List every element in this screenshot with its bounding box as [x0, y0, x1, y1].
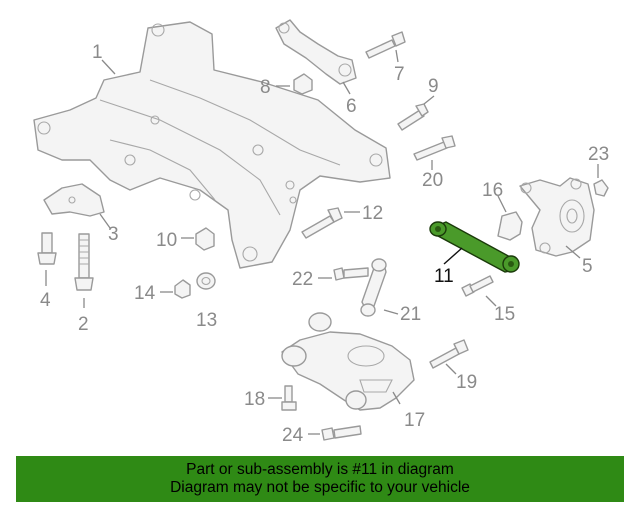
bolt-part-20	[413, 135, 456, 161]
lower-arm-part-17	[281, 312, 415, 411]
callout-7: 7	[394, 64, 405, 85]
callout-22: 22	[292, 269, 313, 290]
callout-15: 15	[494, 304, 515, 325]
bolt-part-15	[461, 275, 494, 297]
bolt-part-12	[301, 207, 343, 239]
callout-18: 18	[244, 389, 265, 410]
callout-21: 21	[400, 304, 421, 325]
callout-4: 4	[40, 290, 51, 311]
bushing-part-13	[196, 272, 216, 290]
callout-8: 8	[260, 77, 271, 98]
callout-3: 3	[108, 224, 119, 245]
knuckle-part-5	[519, 177, 595, 257]
link-part-21	[360, 258, 387, 317]
callout-5: 5	[582, 256, 593, 277]
bolt-part-2	[74, 233, 94, 291]
bolt-part-4	[37, 232, 57, 265]
nut-part-14	[174, 279, 191, 299]
bushing-part-10	[195, 227, 215, 251]
callout-17: 17	[404, 410, 425, 431]
bolt-part-22	[333, 267, 369, 281]
banner-line-part-number: Part or sub-assembly is #11 in diagram	[186, 461, 454, 478]
callout-9: 9	[428, 76, 439, 97]
bolt-part-19	[429, 339, 469, 369]
callout-1: 1	[92, 42, 103, 63]
callout-2: 2	[78, 314, 89, 335]
callout-13: 13	[196, 310, 217, 331]
nut-part-8	[293, 73, 313, 95]
callout-19: 19	[456, 372, 477, 393]
notice-banner: Part or sub-assembly is #11 in diagram D…	[16, 456, 624, 502]
bracket-part-16	[497, 211, 523, 241]
callout-12: 12	[362, 203, 383, 224]
bolt-part-24	[321, 425, 362, 441]
banner-line-disclaimer: Diagram may not be specific to your vehi…	[170, 479, 470, 496]
callout-6: 6	[346, 96, 357, 117]
cap-part-23	[593, 179, 609, 197]
bracket-part-3	[43, 183, 105, 217]
callout-16: 16	[482, 180, 503, 201]
bolt-part-9	[397, 103, 429, 131]
lateral-link-part-11	[429, 221, 520, 273]
callout-14: 14	[134, 283, 156, 304]
subframe-part-1	[33, 21, 391, 269]
callout-23: 23	[588, 144, 609, 165]
bolt-part-18	[281, 385, 297, 411]
callout-20: 20	[422, 170, 443, 191]
callout-11: 11	[434, 266, 454, 287]
callout-24: 24	[282, 425, 304, 446]
bolt-part-7	[365, 31, 406, 59]
callout-10: 10	[156, 230, 177, 251]
parts-diagram: 1 2 3 4 5 6 7 8 9 10 11 12 13 14 15 16 1…	[33, 19, 609, 446]
upper-arm-part-6	[275, 19, 357, 85]
leader-lines	[45, 49, 599, 435]
